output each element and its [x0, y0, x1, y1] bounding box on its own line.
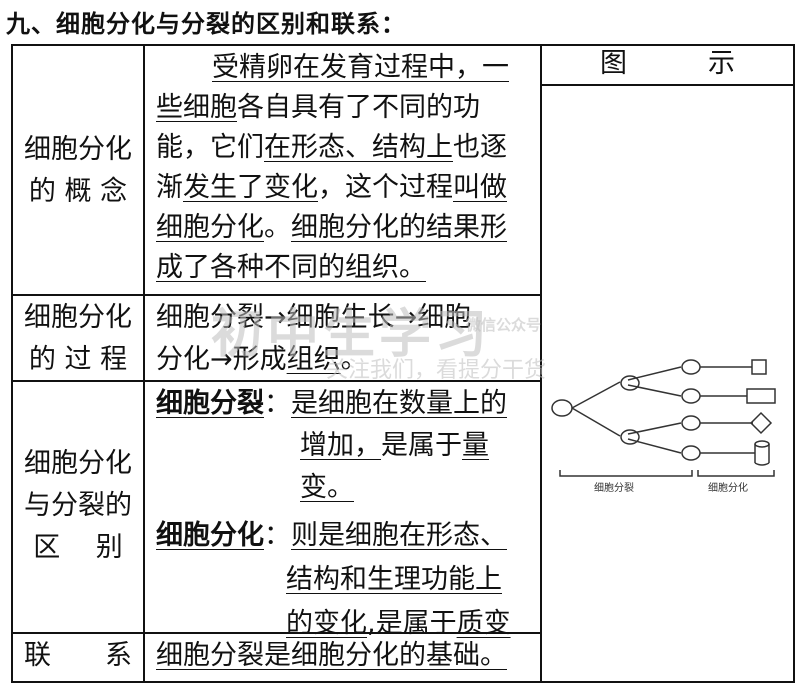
- differentiation-term: 细胞分化: [156, 520, 264, 551]
- cell-division-differentiation-diagram: [551, 359, 776, 477]
- process-row-content: 细胞分裂→细胞生长→细胞 分化→形成组织。: [156, 302, 472, 375]
- relation-row-content: 细胞分裂是细胞分化的基础。: [156, 640, 507, 671]
- concept-row-content: 受精卵在发育过程中，一 些细胞各自具有了不同的功 能，它们在形态、结构上也逐 渐…: [156, 52, 509, 283]
- diagram-header: 图 示: [600, 48, 735, 79]
- watermark-sub1: 微信公众号: [466, 316, 542, 334]
- process-row-label: 细胞分化 的 过 程: [24, 302, 132, 375]
- difference-row-label: 细胞分化 与分裂的 区 别: [24, 448, 132, 563]
- comparison-table: 细胞分化 的 概 念 受精卵在发育过程中，一 些细胞各自具有了不同的功 能，它们…: [11, 44, 795, 683]
- division-term: 细胞分裂: [156, 388, 264, 419]
- differentiation-bracket-label: 细胞分化: [708, 483, 748, 494]
- concept-row-label: 细胞分化 的 概 念: [24, 134, 132, 207]
- relation-row-label: 联 系: [24, 640, 132, 671]
- division-bracket-label: 细胞分裂: [594, 483, 634, 494]
- difference-row-content: 细胞分裂：是细胞在数量上的 增加，是属于量 变。 细胞分化：则是细胞在形态、 结…: [156, 388, 511, 639]
- section-heading: 九、细胞分化与分裂的区别和联系：: [6, 10, 406, 38]
